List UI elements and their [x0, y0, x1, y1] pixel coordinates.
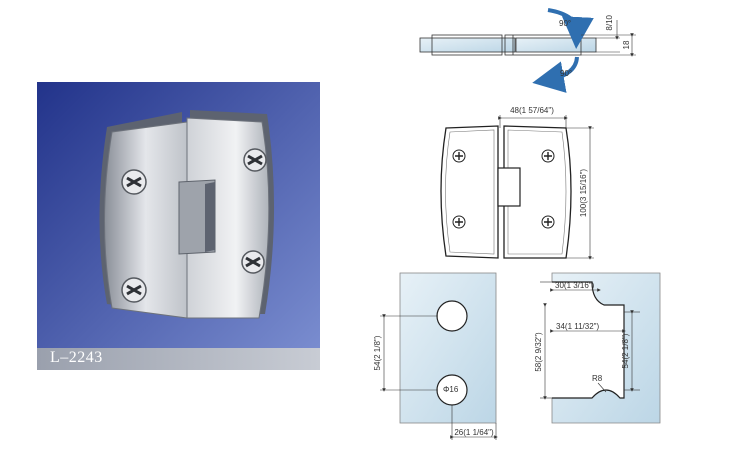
front-width-label: 48(1 57/64") — [510, 106, 554, 115]
screw-icon — [243, 148, 267, 172]
hinge-photo-illustration — [37, 82, 320, 370]
notch-height-label: 58(2 9/32") — [534, 332, 543, 372]
screw-icon — [241, 250, 265, 274]
rotation-bottom-label: 90° — [560, 69, 572, 78]
hole-spacing-label: 54(2 1/8") — [373, 335, 382, 370]
radius-label: R8 — [592, 374, 603, 383]
overall-thickness-label: 18 — [622, 40, 631, 49]
screw-icon — [121, 277, 147, 303]
screw-icon — [541, 215, 555, 229]
screw-icon — [452, 149, 466, 163]
screw-icon — [121, 169, 147, 195]
caption-bar — [37, 348, 320, 370]
hole-diameter-label: Φ16 — [443, 385, 459, 394]
screw-icon — [452, 215, 466, 229]
notch-top-depth-label: 30(1 3/16") — [555, 281, 595, 290]
front-view: 48(1 57/64") 100(3 15/16") — [440, 106, 594, 260]
glass-hole — [436, 300, 468, 332]
glass-cut-hole-view: 54(2 1/8") Φ16 26(1 1/64") — [373, 272, 498, 440]
top-view: 90° 90° 8/10 18 — [419, 8, 636, 93]
glass-thickness-label: 8/10 — [605, 14, 614, 30]
notch-inner-height-label: 54(2 1/8") — [621, 333, 630, 368]
glass-cut-notch-view: 30(1 3/16") 34(1 11/32") 58(2 9/32") 54(… — [534, 272, 661, 424]
product-photo — [37, 82, 320, 370]
rotation-top-label: 90° — [559, 19, 571, 28]
model-code: L–2243 — [50, 349, 103, 366]
screw-icon — [541, 149, 555, 163]
front-height-label: 100(3 15/16") — [579, 169, 588, 218]
edge-offset-label: 26(1 1/64") — [454, 428, 494, 437]
notch-depth-label: 34(1 11/32") — [556, 322, 600, 331]
